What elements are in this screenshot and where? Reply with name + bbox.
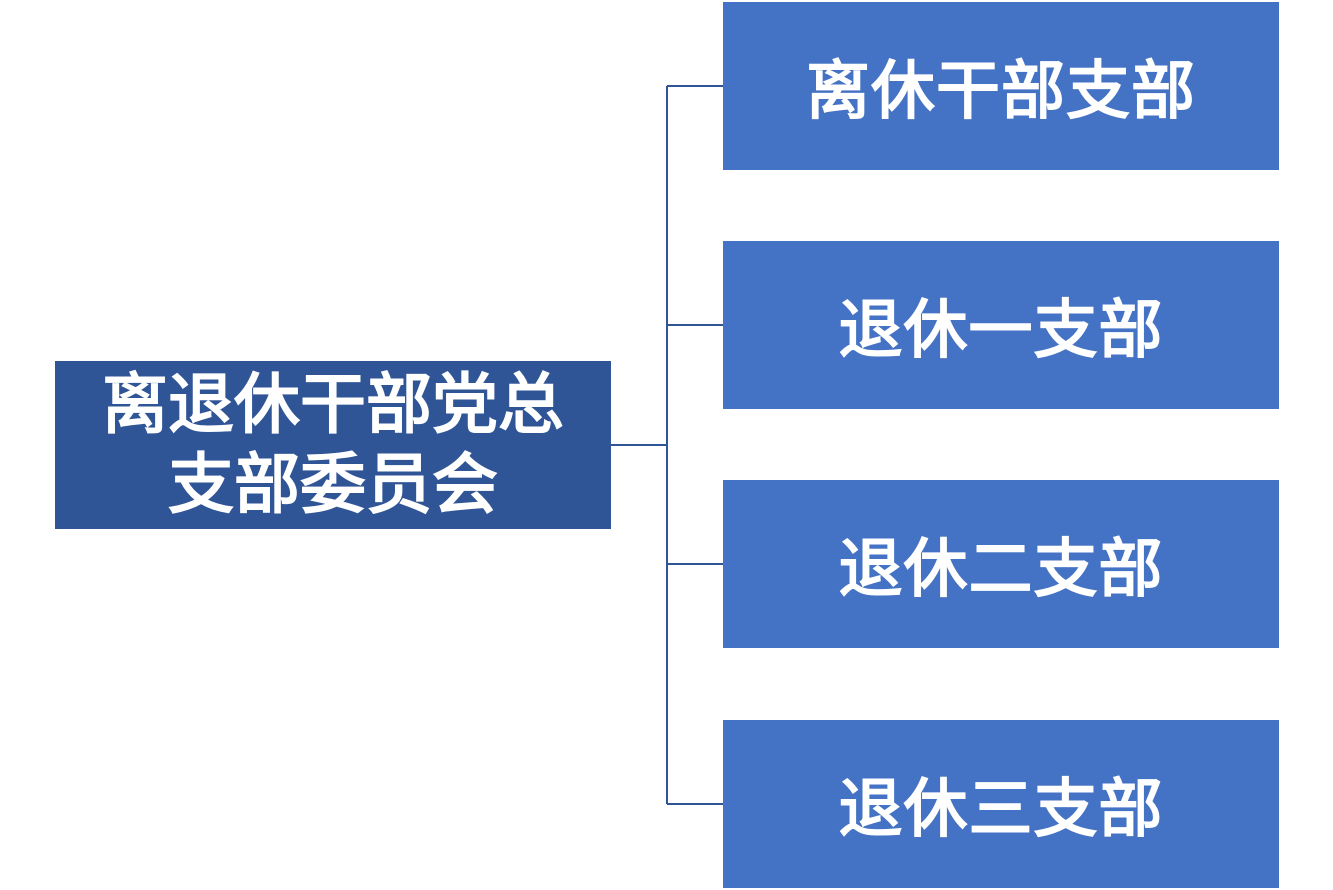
- root-node: 离退休干部党总 支部委员会: [55, 361, 611, 529]
- root-label-line-1: 离退休干部党总: [102, 366, 564, 443]
- branch-label: 退休二支部: [838, 533, 1164, 607]
- branch-node-tuixiu-3: 退休三支部: [723, 720, 1279, 888]
- root-label-line-2: 支部委员会: [168, 446, 498, 523]
- branch-label: 退休一支部: [838, 294, 1164, 368]
- branch-label: 退休三支部: [838, 773, 1164, 847]
- branch-node-tuixiu-1: 退休一支部: [723, 241, 1279, 409]
- branch-label: 离休干部支部: [806, 55, 1196, 129]
- branch-node-tuixiu-2: 退休二支部: [723, 480, 1279, 648]
- branch-node-lixiu-ganbu: 离休干部支部: [723, 2, 1279, 170]
